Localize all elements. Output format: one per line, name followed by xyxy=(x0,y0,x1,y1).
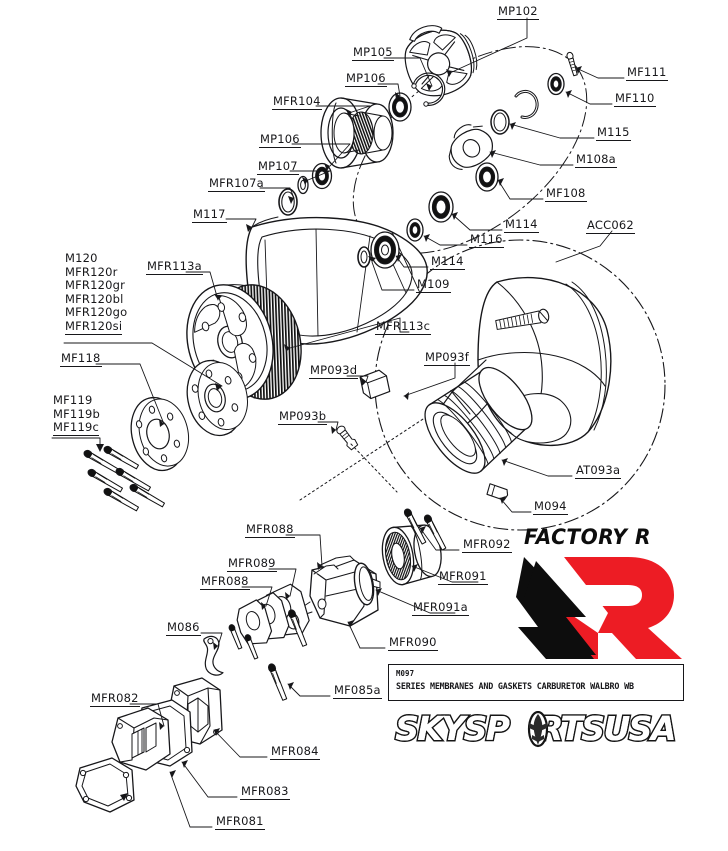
part-label-m114-top: M114 xyxy=(504,217,539,233)
part-label-mp102: MP102 xyxy=(497,4,539,20)
part-label-mp106: MP106 xyxy=(259,132,301,148)
part-label-mf085a: MF085a xyxy=(333,683,382,699)
part-label-acc062: ACC062 xyxy=(586,218,635,234)
part-label-m109: M109 xyxy=(416,277,451,293)
part-label-mfr120si: MFR120si xyxy=(65,318,123,335)
factory-r-mark xyxy=(516,557,682,659)
part-label-mfr083: MFR083 xyxy=(240,784,290,800)
description-code: M097 xyxy=(396,669,415,678)
part-label-m114: M114 xyxy=(430,254,465,270)
part-label-mfr120gr: MFR120gr xyxy=(65,278,126,293)
factory-r-letter xyxy=(560,557,682,659)
part-label-m115: M115 xyxy=(596,125,631,141)
part-label-mfr120bl: MFR120bl xyxy=(65,291,124,306)
part-label-mfr120go: MFR120go xyxy=(65,305,128,320)
part-label-m116: M116 xyxy=(469,232,504,248)
part-label-mf119: MF119 xyxy=(53,393,93,407)
part-label-mfr082: MFR082 xyxy=(90,691,140,707)
part-label-at093a: AT093a xyxy=(575,463,622,479)
skysportsusa-logo: SKYSP RTSUSA SKYSP RTSUSA xyxy=(392,707,678,751)
skysportsusa-emblem xyxy=(527,711,549,748)
part-label-m086: M086 xyxy=(166,620,201,636)
part-label-mfr120r: MFR120r xyxy=(65,264,118,279)
part-label-mfr089: MFR089 xyxy=(227,556,277,572)
part-label-mp105: MP105 xyxy=(352,45,394,61)
part-label-mf119c: MF119c xyxy=(53,420,100,436)
part-label-mfr084: MFR084 xyxy=(270,744,320,760)
part-label-mf108: MF108 xyxy=(545,186,587,202)
part-label-mfr104: MFR104 xyxy=(272,94,322,110)
part-label-mfr113a: MFR113a xyxy=(146,259,203,275)
part-label-m108a: M108a xyxy=(575,152,617,168)
part-label-mf118: MF118 xyxy=(60,351,102,367)
part-label-mfr091a: MFR091a xyxy=(412,600,469,616)
part-label-mp093b: MP093b xyxy=(278,409,328,425)
part-label-mfr092: MFR092 xyxy=(462,537,512,553)
part-label-mp093d: MP093d xyxy=(309,363,359,379)
description-box: M097 SERIES MEMBRANES AND GASKETS CARBUR… xyxy=(388,664,684,701)
part-label-mfr088-a: MFR088 xyxy=(245,522,295,538)
part-label-mp106-top: MP106 xyxy=(345,71,387,87)
part-label-m120: M120 xyxy=(65,251,98,265)
part-label-m117: M117 xyxy=(192,207,227,223)
part-label-mfr107a: MFR107a xyxy=(208,176,265,192)
part-label-mf111: MF111 xyxy=(626,65,668,81)
skysportsusa-fill: SKYSP RTSUSA xyxy=(395,709,676,748)
part-label-m094: M094 xyxy=(533,499,568,515)
part-label-mf119b: MF119b xyxy=(53,406,100,421)
part-label-mp093f: MP093f xyxy=(424,350,471,366)
part-label-mfr113c: MFR113c xyxy=(375,319,432,335)
part-label-mfr088-b: MFR088 xyxy=(200,574,250,590)
part-label-mp107: MP107 xyxy=(257,159,299,175)
description-text: SERIES MEMBRANES AND GASKETS CARBURETOR … xyxy=(396,682,634,692)
skysportsusa-outline: SKYSP RTSUSA xyxy=(394,708,678,750)
part-label-mfr090: MFR090 xyxy=(388,635,438,651)
factory-r-wordmark: FACTORY R xyxy=(524,525,651,549)
part-label-mfr091: MFR091 xyxy=(438,569,488,585)
factory-r-logo: FACTORY R xyxy=(516,525,692,663)
part-label-mfr081: MFR081 xyxy=(215,814,265,830)
part-label-mf110: MF110 xyxy=(614,91,656,107)
